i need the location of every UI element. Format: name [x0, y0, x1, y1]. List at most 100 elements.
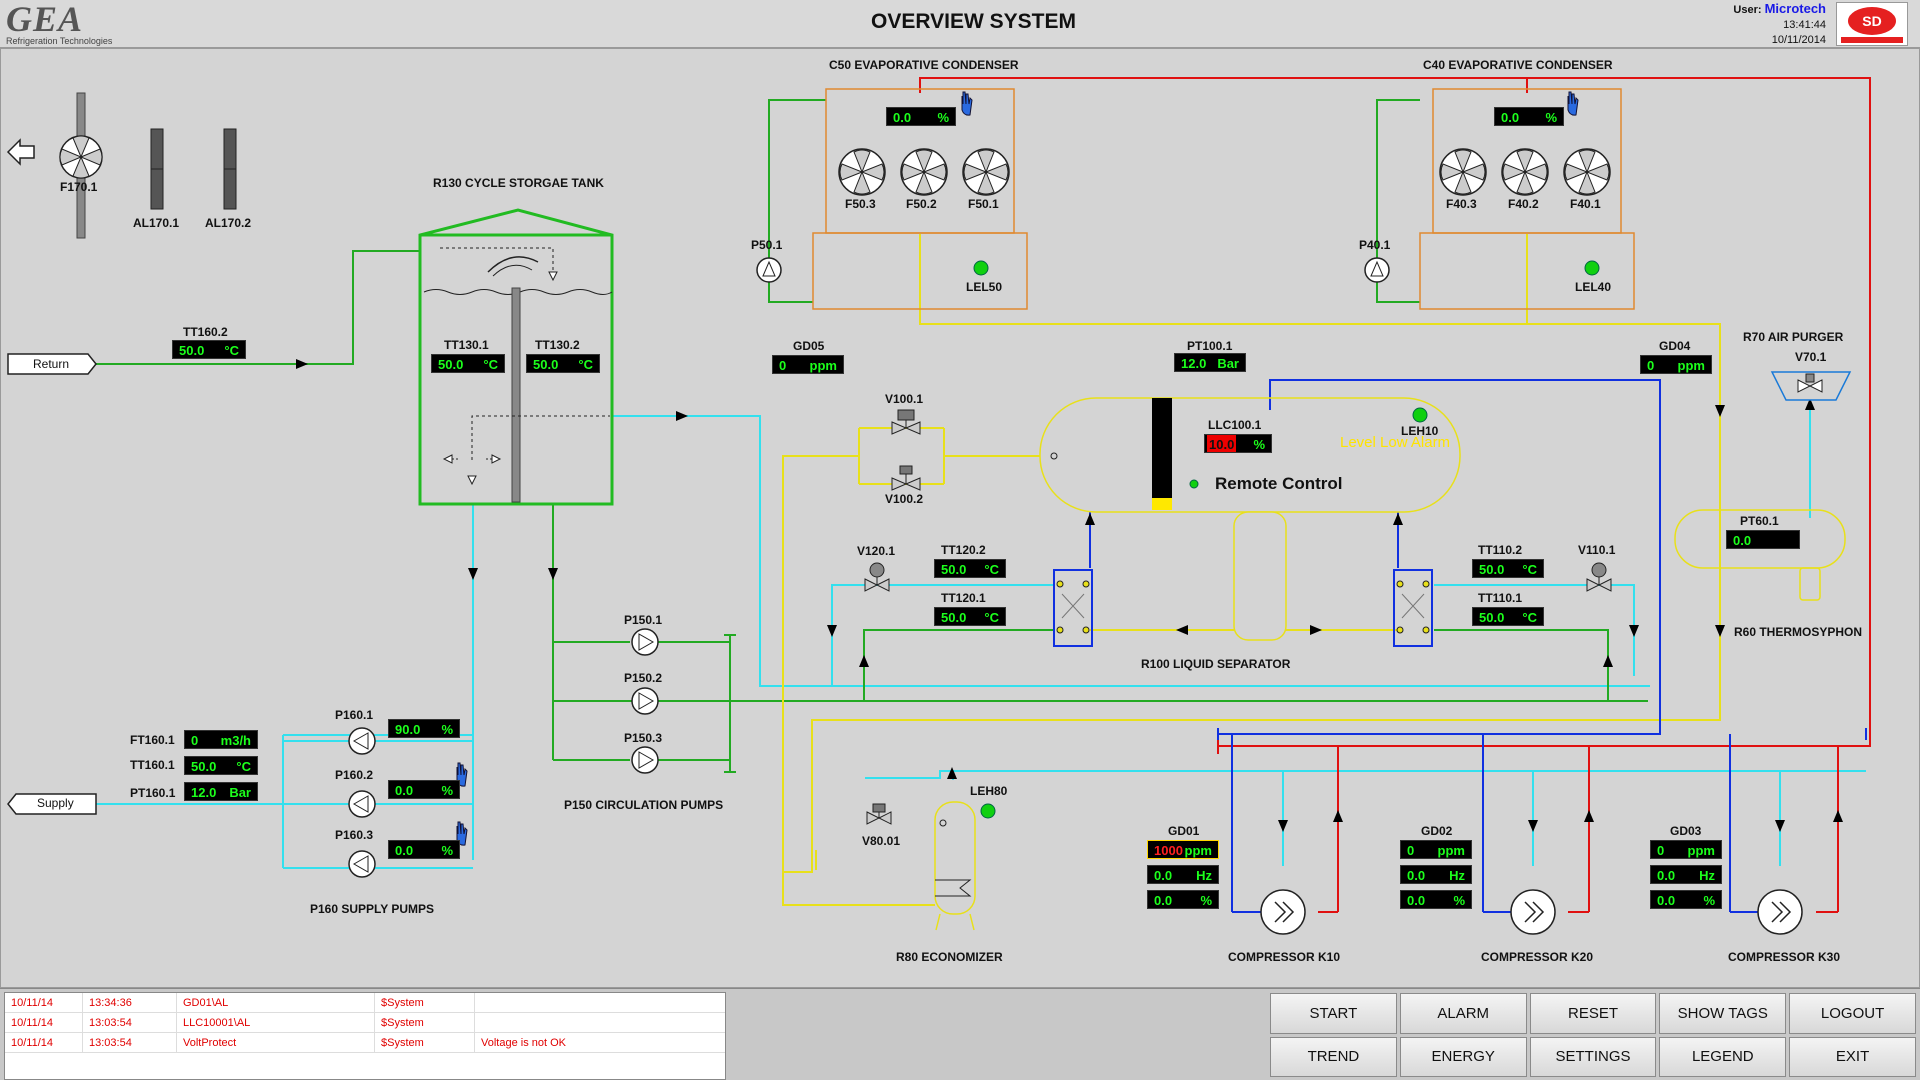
- pump-p160-3-icon[interactable]: [348, 850, 376, 878]
- trend-button[interactable]: TREND: [1270, 1036, 1397, 1077]
- reset-button[interactable]: RESET: [1529, 993, 1657, 1034]
- fan-f40-2-icon[interactable]: [1501, 148, 1549, 196]
- exit-button[interactable]: EXIT: [1789, 1036, 1916, 1077]
- pump-p150-1-icon[interactable]: [631, 628, 659, 656]
- display-c40-percent[interactable]: 0.0%: [1494, 107, 1564, 126]
- alarm-row[interactable]: 10/11/14 13:34:36 GD01\AL $System: [5, 993, 725, 1013]
- valve-v100-1-icon[interactable]: [858, 409, 945, 485]
- page-title: OVERVIEW SYSTEM: [871, 10, 1076, 33]
- liquid-separator-r100: [1039, 397, 1461, 641]
- remote-control-label[interactable]: Remote Control: [1215, 474, 1343, 493]
- fan-f40-3-icon[interactable]: [1439, 148, 1487, 196]
- label-v70-1: V70.1: [1795, 350, 1827, 364]
- label-lel40: LEL40: [1575, 280, 1612, 294]
- display-gd01-percent[interactable]: 0.0%: [1147, 890, 1219, 909]
- alarm-row[interactable]: 10/11/14 13:03:54 LLC10001\AL $System: [5, 1013, 725, 1033]
- pump-p50-1-icon[interactable]: [756, 257, 782, 283]
- display-tt120-2[interactable]: 50.0°C: [934, 559, 1006, 578]
- fan-f40-1-icon[interactable]: [1563, 148, 1611, 196]
- pump-p40-1-icon[interactable]: [1364, 257, 1390, 283]
- alarm-row[interactable]: 10/11/14 13:03:54 VoltProtect $System Vo…: [5, 1033, 725, 1053]
- settings-button[interactable]: SETTINGS: [1529, 1036, 1657, 1077]
- heat-exchanger-he120: [1053, 569, 1093, 647]
- lel40-status-icon: [1584, 260, 1600, 276]
- label-tt110-2: TT110.2: [1478, 543, 1523, 557]
- valve-v100-2-icon[interactable]: [891, 465, 921, 491]
- display-tt130-2[interactable]: 50.0°C: [526, 354, 600, 373]
- display-gd03-percent[interactable]: 0.0%: [1650, 890, 1722, 909]
- label-llc100-1: LLC100.1: [1208, 418, 1262, 432]
- display-c50-percent[interactable]: 0.0%: [886, 107, 956, 126]
- display-tt120-1[interactable]: 50.0°C: [934, 607, 1006, 626]
- label-v120-1: V120.1: [857, 544, 896, 558]
- lel50-status-icon: [973, 260, 989, 276]
- back-arrow-icon[interactable]: [6, 138, 35, 166]
- thermosyphon-r60: [1674, 509, 1846, 601]
- pump-p160-2-icon[interactable]: [348, 790, 376, 818]
- display-gd02-percent[interactable]: 0.0%: [1400, 890, 1472, 909]
- display-tt160-2[interactable]: 50.0°C: [172, 340, 246, 359]
- valve-v110-1-icon[interactable]: [1586, 562, 1612, 592]
- alarm-list[interactable]: 10/11/14 13:34:36 GD01\AL $System 10/11/…: [4, 992, 726, 1080]
- label-tt160-1: TT160.1: [130, 758, 175, 772]
- label-leh10: LEH10: [1401, 424, 1439, 438]
- manual-hand-c40-icon[interactable]: [1567, 91, 1579, 116]
- pump-p150-3-icon[interactable]: [631, 746, 659, 774]
- logout-button[interactable]: LOGOUT: [1789, 993, 1916, 1034]
- display-tt130-1[interactable]: 50.0°C: [431, 354, 505, 373]
- label-gd03: GD03: [1670, 824, 1702, 838]
- label-gd02: GD02: [1421, 824, 1453, 838]
- fan-f170-icon[interactable]: [59, 92, 103, 239]
- label-gd04: GD04: [1659, 339, 1691, 353]
- suction-lines: [1089, 379, 1867, 913]
- compressor-k30-icon[interactable]: [1757, 889, 1803, 935]
- label-k30: COMPRESSOR K30: [1728, 950, 1841, 964]
- label-p160-1: P160.1: [335, 708, 374, 722]
- display-pt60-1[interactable]: 0.0: [1726, 530, 1800, 549]
- alarm-light-al170-2-icon: [223, 128, 237, 210]
- alarm-light-al170-1-icon: [150, 128, 164, 210]
- display-p160-3[interactable]: 0.0%: [388, 840, 460, 859]
- alarm-source: $System: [375, 993, 475, 1012]
- display-tt160-1[interactable]: 50.0°C: [184, 756, 258, 775]
- valve-v120-1-icon[interactable]: [864, 562, 890, 592]
- compressor-k20-icon[interactable]: [1510, 889, 1556, 935]
- label-v110-1: V110.1: [1578, 543, 1616, 557]
- energy-button[interactable]: ENERGY: [1399, 1036, 1527, 1077]
- pump-p160-1-icon[interactable]: [348, 727, 376, 755]
- pump-p150-2-icon[interactable]: [631, 687, 659, 715]
- fan-f50-1-icon[interactable]: [962, 148, 1010, 196]
- display-llc100-1[interactable]: 10.0%: [1204, 434, 1272, 453]
- air-purger-r70[interactable]: [1770, 371, 1852, 401]
- heat-exchanger-he110: [1393, 569, 1433, 647]
- label-tt160-2: TT160.2: [183, 325, 228, 339]
- label-al170-1: AL170.1: [133, 216, 180, 230]
- display-p160-1[interactable]: 90.0%: [388, 719, 460, 738]
- label-c50-title: C50 EVAPORATIVE CONDENSER: [829, 58, 1019, 72]
- legend-button[interactable]: LEGEND: [1659, 1036, 1787, 1077]
- display-tt110-2[interactable]: 50.0°C: [1472, 559, 1544, 578]
- fan-f50-3-icon[interactable]: [838, 148, 886, 196]
- valve-v80-01-icon[interactable]: [866, 803, 892, 825]
- alarm-button[interactable]: ALARM: [1399, 993, 1527, 1034]
- alarm-message: [475, 993, 725, 1012]
- start-button[interactable]: START: [1270, 993, 1397, 1034]
- manual-hand-c50-icon[interactable]: [961, 91, 973, 116]
- compressor-k10-icon[interactable]: [1260, 889, 1306, 935]
- fan-f50-2-icon[interactable]: [900, 148, 948, 196]
- display-tt110-1[interactable]: 50.0°C: [1472, 607, 1544, 626]
- display-p160-2[interactable]: 0.0%: [388, 780, 460, 799]
- show-tags-button[interactable]: SHOW TAGS: [1659, 993, 1787, 1034]
